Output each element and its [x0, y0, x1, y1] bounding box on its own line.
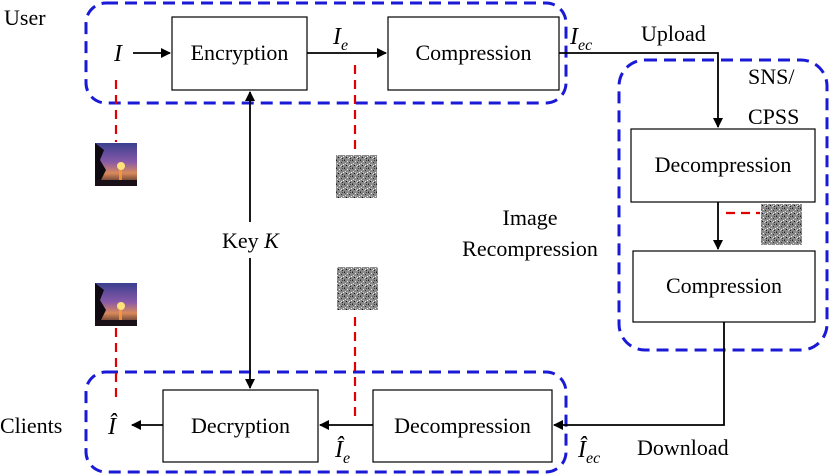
symbol-output: Î [107, 414, 118, 440]
recompression-label-line1: Image [503, 205, 558, 230]
symbol-input: I [113, 41, 123, 67]
decompression-sns-label: Decompression [655, 152, 792, 177]
clients-label: Clients [0, 413, 62, 438]
encryption-box [171, 16, 308, 91]
decompression-sns-box [630, 128, 816, 203]
sns-group [617, 58, 829, 352]
symbol-encrypted: Ie [332, 24, 348, 54]
arrow-download [553, 322, 725, 430]
upload-label: Upload [641, 21, 706, 46]
rec-encrypted-noise-image [337, 267, 378, 310]
output-sunset-photo [95, 283, 137, 326]
decryption-box [162, 389, 319, 463]
encryption-label: Encryption [191, 40, 289, 65]
compression-top-label: Compression [415, 40, 531, 65]
encrypted-noise-image [336, 155, 377, 198]
symbol-rec-encrypted-compressed: Îec [577, 437, 600, 467]
download-label: Download [637, 435, 729, 460]
sns-noise-image [761, 204, 802, 245]
compression-sns-box [632, 250, 816, 323]
decryption-label: Decryption [191, 413, 290, 438]
input-sunset-photo [95, 143, 137, 186]
clients-group [84, 370, 568, 474]
decompression-bottom-box [372, 389, 553, 463]
decompression-bottom-label: Decompression [394, 413, 531, 438]
user-label: User [4, 5, 46, 30]
symbol-encrypted-compressed: Iec [569, 24, 592, 54]
sns-label-line2: CPSS [748, 104, 799, 129]
sns-label-line1: SNS/ [748, 64, 795, 89]
symbol-rec-encrypted: Îe [334, 437, 350, 467]
compression-sns-label: Compression [666, 273, 782, 298]
key-label: Key K [222, 228, 280, 253]
recompression-label-line2: Recompression [462, 236, 598, 261]
arrow-upload [559, 52, 723, 128]
